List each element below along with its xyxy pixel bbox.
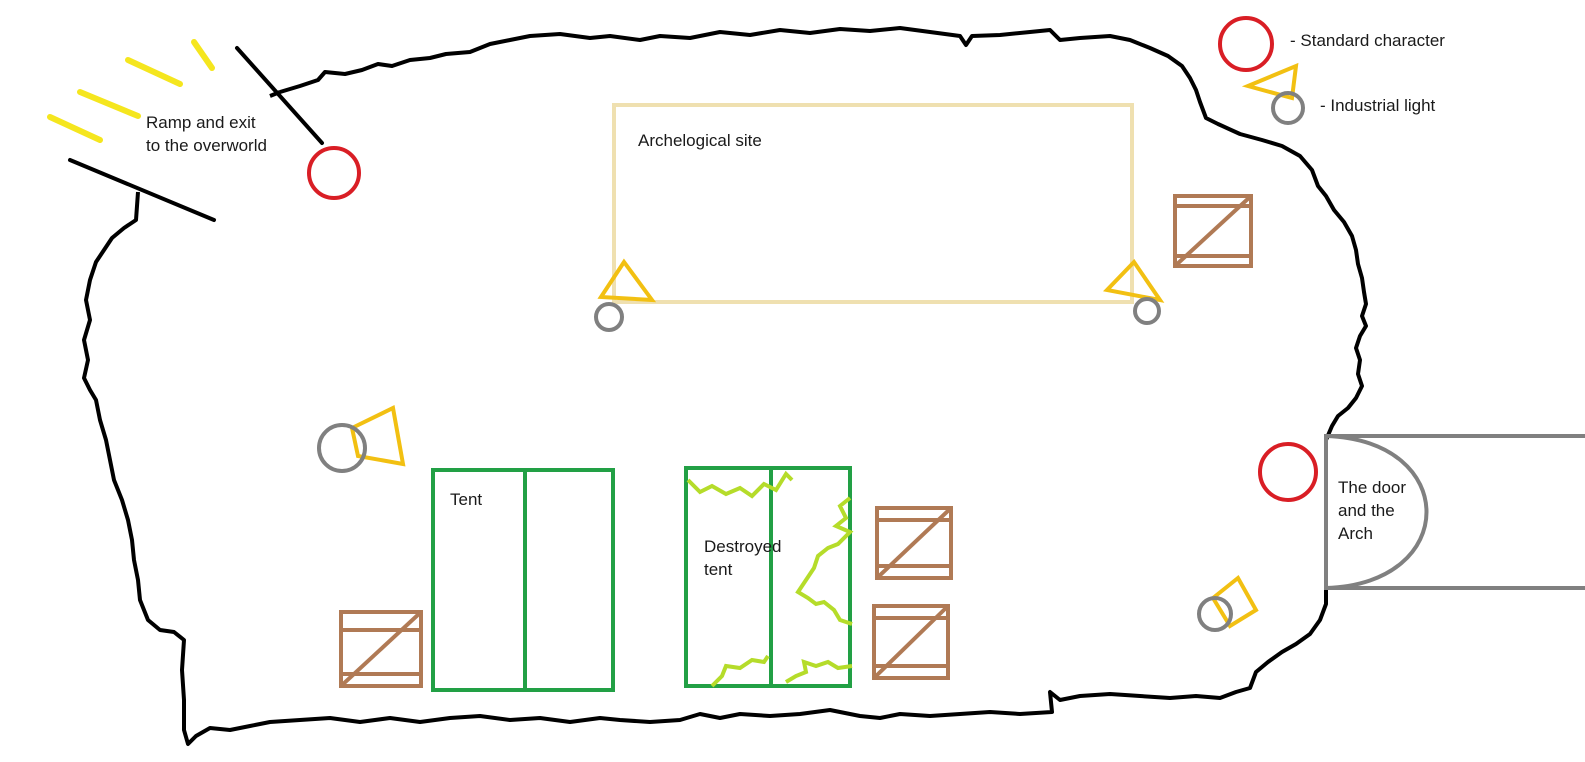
crate-middle-lower xyxy=(872,604,950,680)
ramp-label-line2: to the overworld xyxy=(146,136,267,155)
door-label-line1: The door xyxy=(1338,478,1407,497)
door-label-line2: and the xyxy=(1338,501,1395,520)
site-label: Archelogical site xyxy=(638,131,762,150)
industrial-light-icon xyxy=(1241,62,1305,125)
industrial-light-site-left xyxy=(594,258,657,332)
ramp-line-upper xyxy=(235,46,324,145)
ramp-line-lower xyxy=(68,158,216,222)
industrial-light-left xyxy=(317,405,406,473)
legend-character-label: - Standard character xyxy=(1290,31,1445,50)
destroyed-tent-label-line2: tent xyxy=(704,560,733,579)
crate-bottom-left xyxy=(339,610,423,688)
ramp-label-line1: Ramp and exit xyxy=(146,113,256,132)
red-circle-icon xyxy=(1218,16,1274,72)
destroyed-tent xyxy=(684,466,854,688)
door-and-arch xyxy=(1324,434,1585,590)
door-label-line3: Arch xyxy=(1338,524,1373,543)
industrial-light-bottom-right xyxy=(1197,574,1259,632)
overworld-light-rays xyxy=(47,39,215,143)
legend-light-label: - Industrial light xyxy=(1320,96,1436,115)
crate-top-right xyxy=(1173,194,1253,268)
standard-character-door xyxy=(1258,442,1318,502)
destroyed-tent-label-line1: Destroyed xyxy=(704,537,782,556)
tent-label: Tent xyxy=(450,490,483,509)
standard-character-ramp xyxy=(307,146,361,200)
tent xyxy=(431,468,615,692)
crate-middle-upper xyxy=(875,506,953,580)
industrial-light-site-right xyxy=(1102,258,1165,325)
archeological-site-area xyxy=(612,103,1134,304)
